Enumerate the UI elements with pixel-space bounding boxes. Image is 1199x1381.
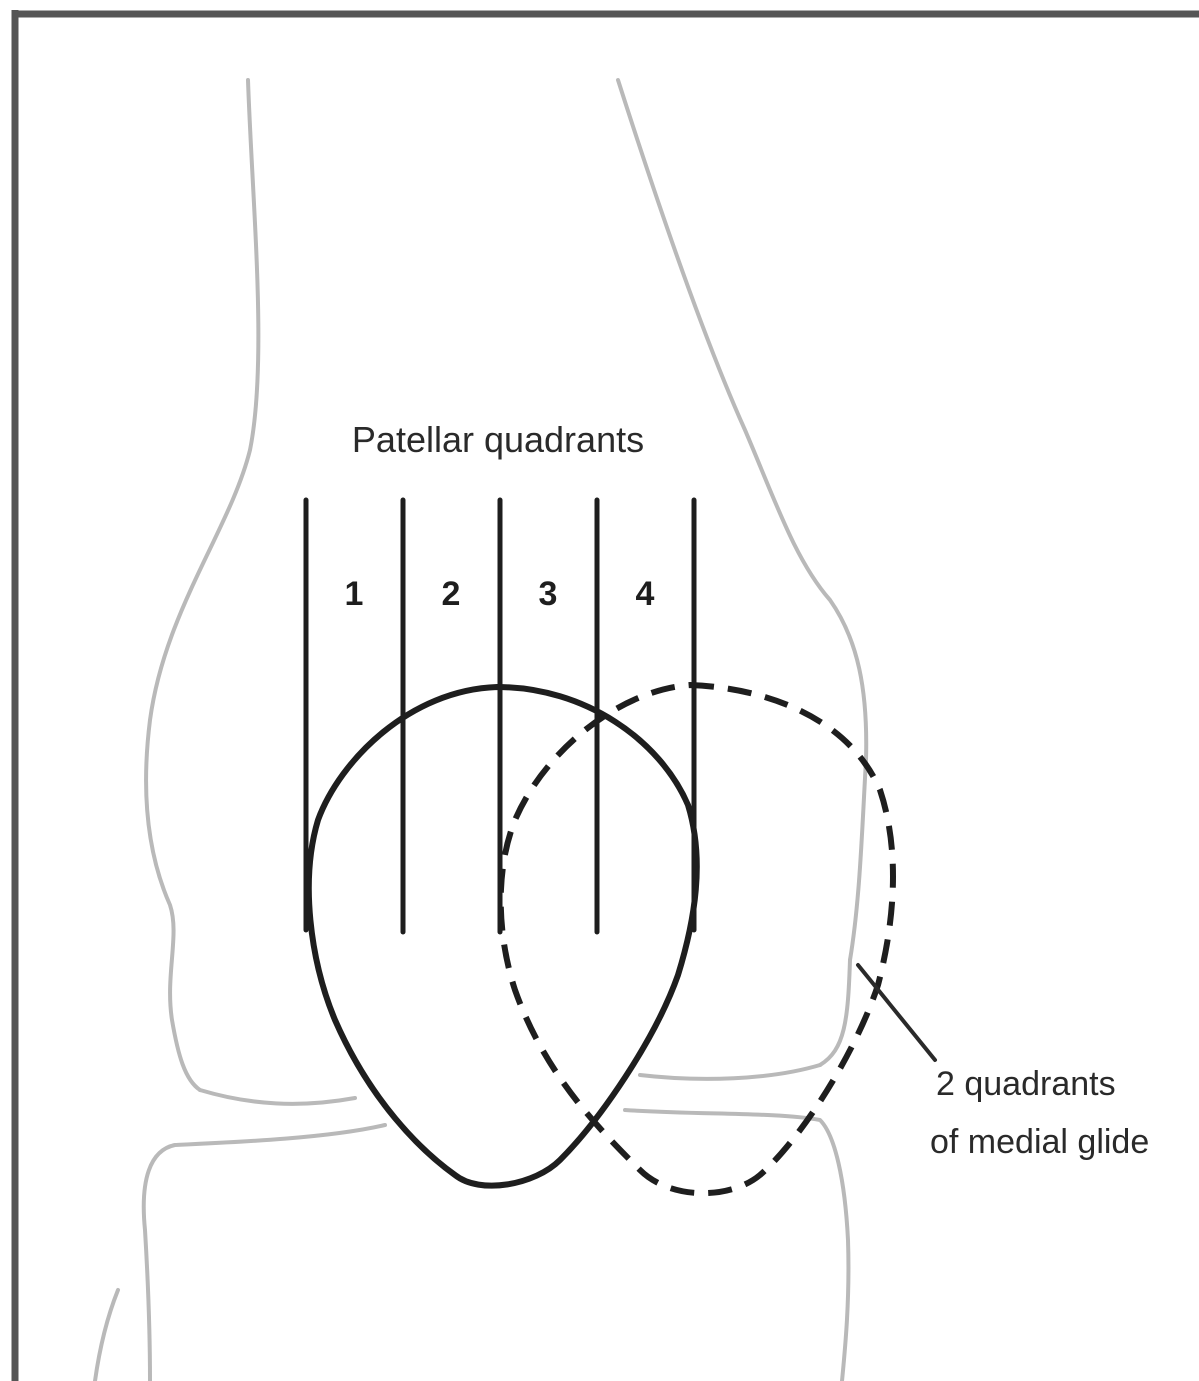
annotation-pointer (858, 965, 935, 1060)
annotation-line-2: of medial glide (930, 1123, 1149, 1161)
fibula-contour (95, 1290, 118, 1381)
annotation-line-1: 2 quadrants (936, 1065, 1116, 1103)
tibia-plateau-right (625, 1110, 848, 1381)
quadrant-number-1: 1 (345, 575, 364, 613)
diagram-title: Patellar quadrants (352, 419, 644, 460)
figure-frame (12, 10, 1199, 1381)
joint-line-left-upper (200, 1090, 355, 1104)
quadrant-lines (306, 500, 694, 932)
tibia-plateau-left (144, 1125, 385, 1381)
quadrant-number-3: 3 (539, 575, 558, 613)
femur-right-contour (618, 80, 866, 960)
femur-left-contour (146, 80, 258, 1090)
quadrant-number-2: 2 (442, 575, 461, 613)
quadrant-number-4: 4 (636, 575, 655, 613)
patella-medial-glide (501, 685, 893, 1193)
joint-line-right-upper (640, 1065, 820, 1079)
annotation-label: 2 quadrants of medial glide (930, 1065, 1149, 1161)
femoral-condyle-medial (820, 960, 850, 1065)
